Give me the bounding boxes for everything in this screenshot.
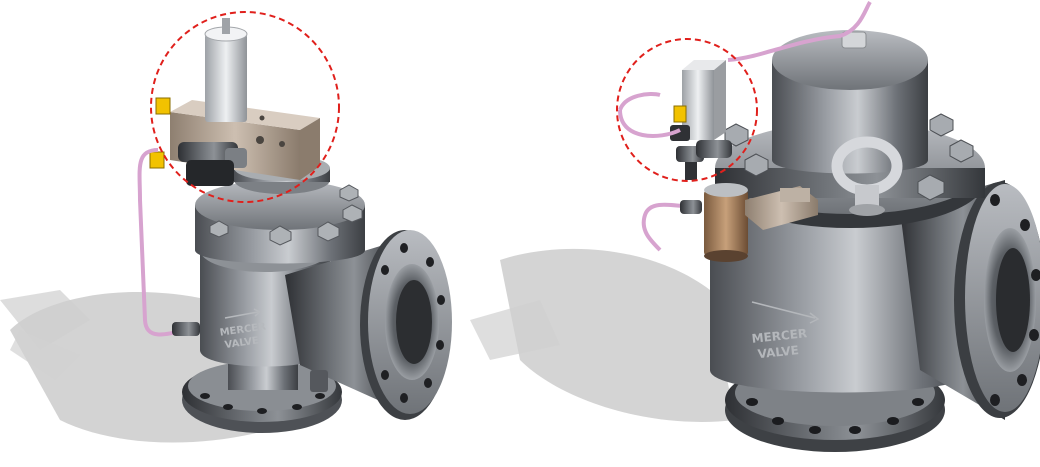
right-brand-line2: VALVE [757, 343, 799, 361]
left-tag-lower [149, 151, 165, 169]
right-valve: MERCER VALVE [470, 0, 1040, 452]
right-tubing-lower [641, 202, 701, 252]
left-tubing [137, 148, 186, 337]
right-tubing-upper [618, 109, 681, 138]
right-tag [673, 105, 687, 123]
left-brand-line2: VALVE [224, 335, 260, 351]
right-brand-line1: MERCER [751, 326, 808, 346]
left-highlight-circle [150, 11, 340, 203]
right-highlight-circle [616, 38, 758, 182]
left-tag-upper [155, 97, 171, 115]
left-valve: MERCER VALVE [0, 11, 452, 443]
right-tubing-top [727, 0, 872, 62]
